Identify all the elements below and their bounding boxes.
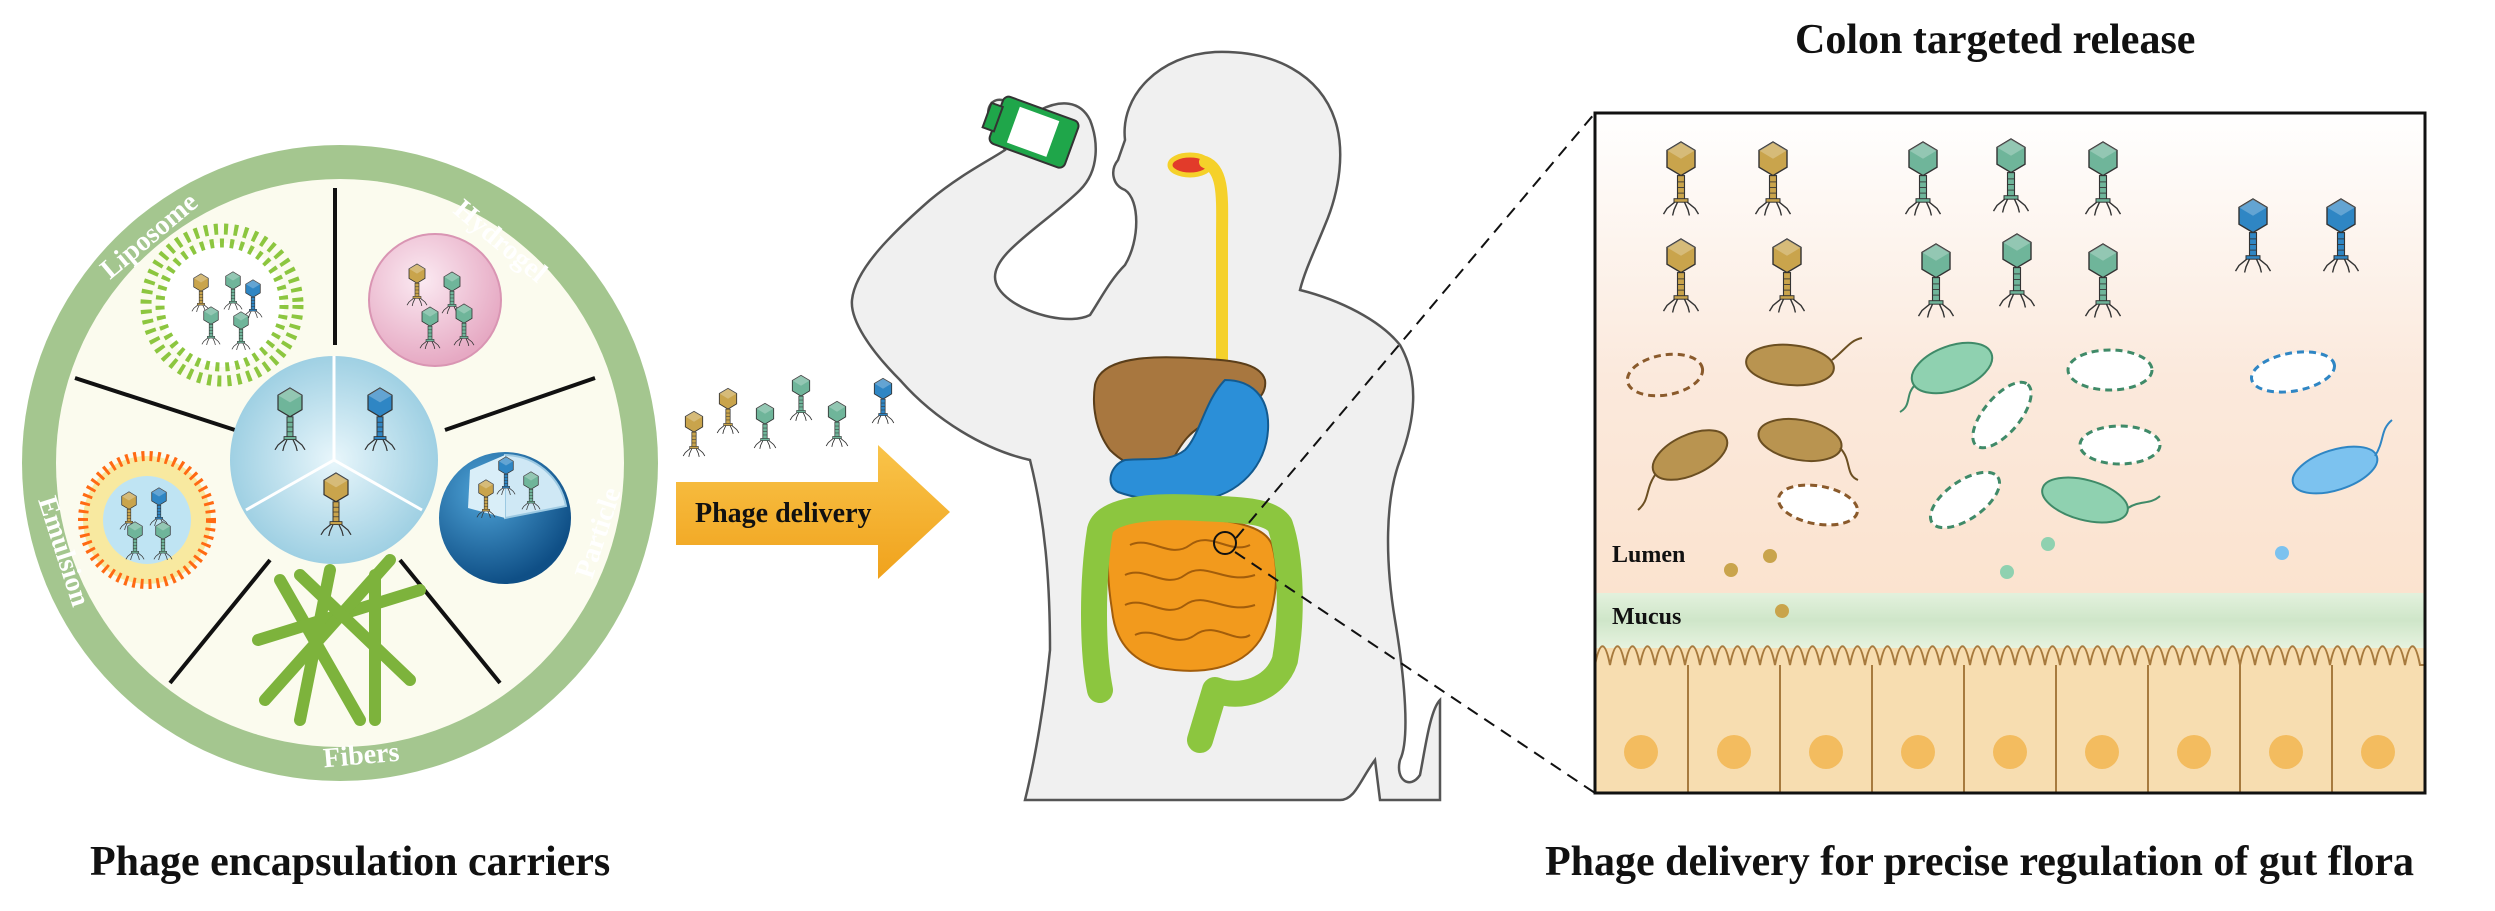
bacteria-blue — [2250, 350, 2393, 560]
center-core — [230, 356, 438, 564]
human-figure — [850, 50, 1442, 802]
delivery-arrow-group: Phage delivery — [676, 374, 950, 579]
lumen-label: Lumen — [1612, 542, 1685, 568]
epithelial-cells — [1624, 665, 2395, 793]
zoom-line-bottom — [1234, 551, 1596, 794]
liposome-illustration — [140, 223, 304, 387]
gut-flora-title: Phage delivery for precise regulation of… — [1545, 839, 2415, 885]
colon-zoom-panel: Lumen Mucus — [1593, 111, 2427, 795]
delivery-arrow — [676, 445, 950, 579]
bacteria-gold — [1625, 337, 1863, 618]
carriers-title: Phage encapsulation carriers — [90, 839, 611, 885]
microvilli — [1594, 645, 2425, 666]
intestine-coils — [1124, 539, 1256, 641]
mucus-label: Mucus — [1612, 604, 1681, 630]
zoom-line-top — [1235, 112, 1596, 539]
particle-illustration — [439, 452, 571, 584]
carrier-dividers — [74, 188, 596, 685]
zoom-panel-frame — [1593, 111, 2427, 795]
zoom-point — [1213, 531, 1237, 555]
small-intestine — [1106, 515, 1278, 672]
epithelium-layer — [1595, 648, 2425, 793]
carrier-wheel: Liposome Hydrogel Particle Fibers Emulsi… — [22, 145, 658, 781]
colon-release-title: Colon targeted release — [1795, 17, 2196, 63]
bacteria-green — [1899, 341, 2162, 579]
emulsion-illustration — [78, 451, 216, 589]
stomach — [1109, 378, 1270, 502]
bottle — [981, 95, 1080, 169]
esophagus — [1199, 156, 1229, 366]
label-fibers: Fibers — [322, 737, 401, 775]
hydrogel-illustration — [368, 233, 502, 367]
fibers-illustration — [252, 554, 426, 726]
mucus-layer — [1595, 593, 2425, 648]
colon — [1081, 494, 1303, 753]
delivery-arrow-label: Phage delivery — [695, 498, 872, 529]
